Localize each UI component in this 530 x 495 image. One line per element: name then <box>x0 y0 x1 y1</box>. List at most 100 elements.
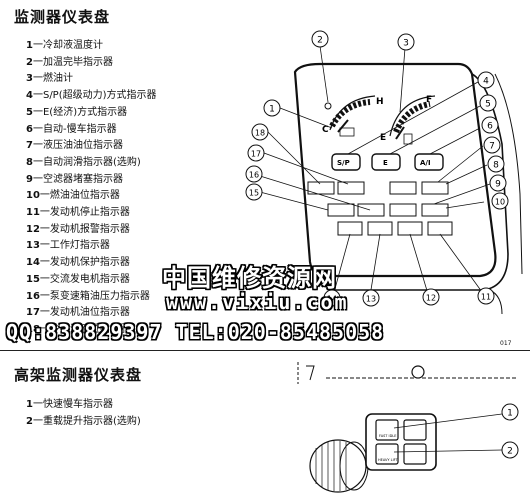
monitor-panel-figure: H C F E S/P E A/I <box>245 30 523 315</box>
legend-item-number: 10 <box>26 190 40 202</box>
legend-item-label: 一发动机油位指示器 <box>39 307 130 319</box>
callout-14: 14 <box>327 295 337 304</box>
alternator-lamp <box>327 203 355 217</box>
auto-idle-label: A/I <box>420 159 431 167</box>
legend-item-number: 4 <box>26 90 33 102</box>
figure-code-label: 017 <box>500 340 512 347</box>
legend-item-number: 16 <box>26 290 40 302</box>
legend-item-label: 一燃油计 <box>32 73 73 85</box>
callout-1: 1 <box>269 105 275 115</box>
legend-item: 3一燃油计 <box>26 71 157 88</box>
coolant-gauge-needle <box>337 119 349 133</box>
legend-item-label: 一冷却液温度计 <box>32 40 103 51</box>
legend-item-number: 5 <box>26 106 33 118</box>
panel-housing <box>293 62 497 278</box>
legend-item-number: 14 <box>26 257 40 269</box>
legend-item: 11一发动机停止指示器 <box>26 205 157 222</box>
power-mode-button <box>331 153 361 171</box>
heavy-lift-indicator <box>375 443 399 465</box>
legend-item-number: 6 <box>26 123 33 135</box>
legend-item-label: 一工作灯指示器 <box>39 240 110 252</box>
heavy-lift-label: HEAVY LIFT <box>378 458 399 462</box>
fuel-gauge-needle <box>395 126 405 140</box>
panel-side-edge <box>494 73 523 275</box>
legend-item-label: 一E(经济)方式指示器 <box>32 106 128 118</box>
legend-item: 1一冷却液温度计 <box>26 38 157 55</box>
legend-item-label: 一发动机保护指示器 <box>39 257 130 269</box>
legend-item: 14一发动机保护指示器 <box>26 255 157 272</box>
indicator-lamp-grid <box>307 181 453 236</box>
callout-3: 3 <box>403 39 409 49</box>
legend-item-number: 13 <box>26 240 40 252</box>
legend-item-number: 1 <box>26 40 33 51</box>
legend-item: 2一重载提升指示器(选购) <box>26 414 141 431</box>
legend-item-number: 7 <box>26 140 33 152</box>
legend-item-label: 一自动润滑指示器(选购) <box>32 156 141 168</box>
overhead-switch-panel <box>365 413 437 471</box>
panel-bottom-edge <box>332 289 503 315</box>
legend-item: 8一自动润滑指示器(选购) <box>26 155 157 172</box>
legend-item-number: 2 <box>26 56 33 68</box>
legend-item: 10一燃油油位指示器 <box>26 188 157 205</box>
legend-item-number: 1 <box>26 399 33 410</box>
overhead-panel-figure: FAST IDLE HEAVY LIFT 1 2 <box>297 362 519 493</box>
coolant-temp-icon <box>339 127 355 137</box>
pump-gearbox-oil-lamp <box>357 203 385 217</box>
legend-item-number: 8 <box>26 156 33 168</box>
callout-circles: 1 2 3 4 5 6 7 8 9 10 11 12 13 14 15 16 1… <box>245 30 509 307</box>
fast-idle-label: FAST IDLE <box>379 434 396 438</box>
callout-18: 18 <box>255 129 265 138</box>
auto-idle-button <box>414 153 444 171</box>
legend-item-label: 一发动机报警指示器 <box>39 223 130 235</box>
legend-item-label: 一自动-慢车指示器 <box>32 123 117 135</box>
legend-item-label: 一发动机停止指示器 <box>39 207 130 219</box>
legend-item-label: 一空滤器堵塞指示器 <box>32 173 123 185</box>
legend-item: 13一工作灯指示器 <box>26 238 157 255</box>
overhead-callout-2: 2 <box>507 447 513 457</box>
legend-item: 5一E(经济)方式指示器 <box>26 105 157 122</box>
legend-item: 16一泵变速箱油压力指示器 <box>26 289 157 306</box>
legend-item-label: 一液压油油位指示器 <box>32 140 123 152</box>
dome-light-icon <box>411 365 425 379</box>
overhead-callout-1: 1 <box>507 409 513 419</box>
section-title-monitor-panel: 监测器仪表盘 <box>14 8 111 26</box>
callout-9: 9 <box>495 180 501 190</box>
coolant-gauge-segments <box>329 99 371 128</box>
legend-item-number: 18 <box>26 323 40 335</box>
fast-idle-indicator <box>375 419 399 441</box>
legend-item-label: 一燃油油位指示器 <box>39 190 120 202</box>
callout-group <box>259 45 491 297</box>
gauge-full-label: F <box>426 95 432 105</box>
eco-mode-label: E <box>383 159 388 167</box>
legend-item-number: 2 <box>26 415 33 427</box>
callout-16: 16 <box>249 171 259 180</box>
legend-item-number: 15 <box>26 273 40 285</box>
legend-item-number: 17 <box>26 307 40 319</box>
overhead-slot-bottom-right <box>403 443 427 465</box>
fuel-level-lamp <box>421 203 449 217</box>
legend-item-label: 一S/P(超级动力)方式指示器 <box>32 90 157 102</box>
coolant-level-lamp <box>307 181 335 195</box>
engine-oil-level-lamp <box>337 181 365 195</box>
power-mode-label: S/P <box>337 159 350 167</box>
section-title-overhead-monitor: 高架监测器仪表盘 <box>14 366 143 384</box>
watermark-url: www.vixiu.com <box>166 290 349 314</box>
auto-lube-lamp <box>421 181 449 195</box>
cab-cylinder-fixture <box>309 439 367 493</box>
legend-item: 17一发动机油位指示器 <box>26 305 157 322</box>
warmup-indicator-light <box>324 102 332 110</box>
callout-7: 7 <box>489 142 495 152</box>
legend-item-label: 一泵变速箱油压力指示器 <box>39 290 150 302</box>
legend-item-number: 3 <box>26 73 33 85</box>
callout-12: 12 <box>426 294 436 303</box>
gauge-empty-label: E <box>380 133 386 143</box>
engine-warning-lamp <box>397 221 423 236</box>
legend-item-label: 一交流发电机指示器 <box>39 273 130 285</box>
legend-item: 18一冷却液液位指示器 <box>26 322 157 339</box>
callout-13: 13 <box>366 295 376 304</box>
eco-mode-button <box>371 153 401 171</box>
callout-6: 6 <box>487 122 493 132</box>
fuel-gauge-segments <box>393 101 431 134</box>
